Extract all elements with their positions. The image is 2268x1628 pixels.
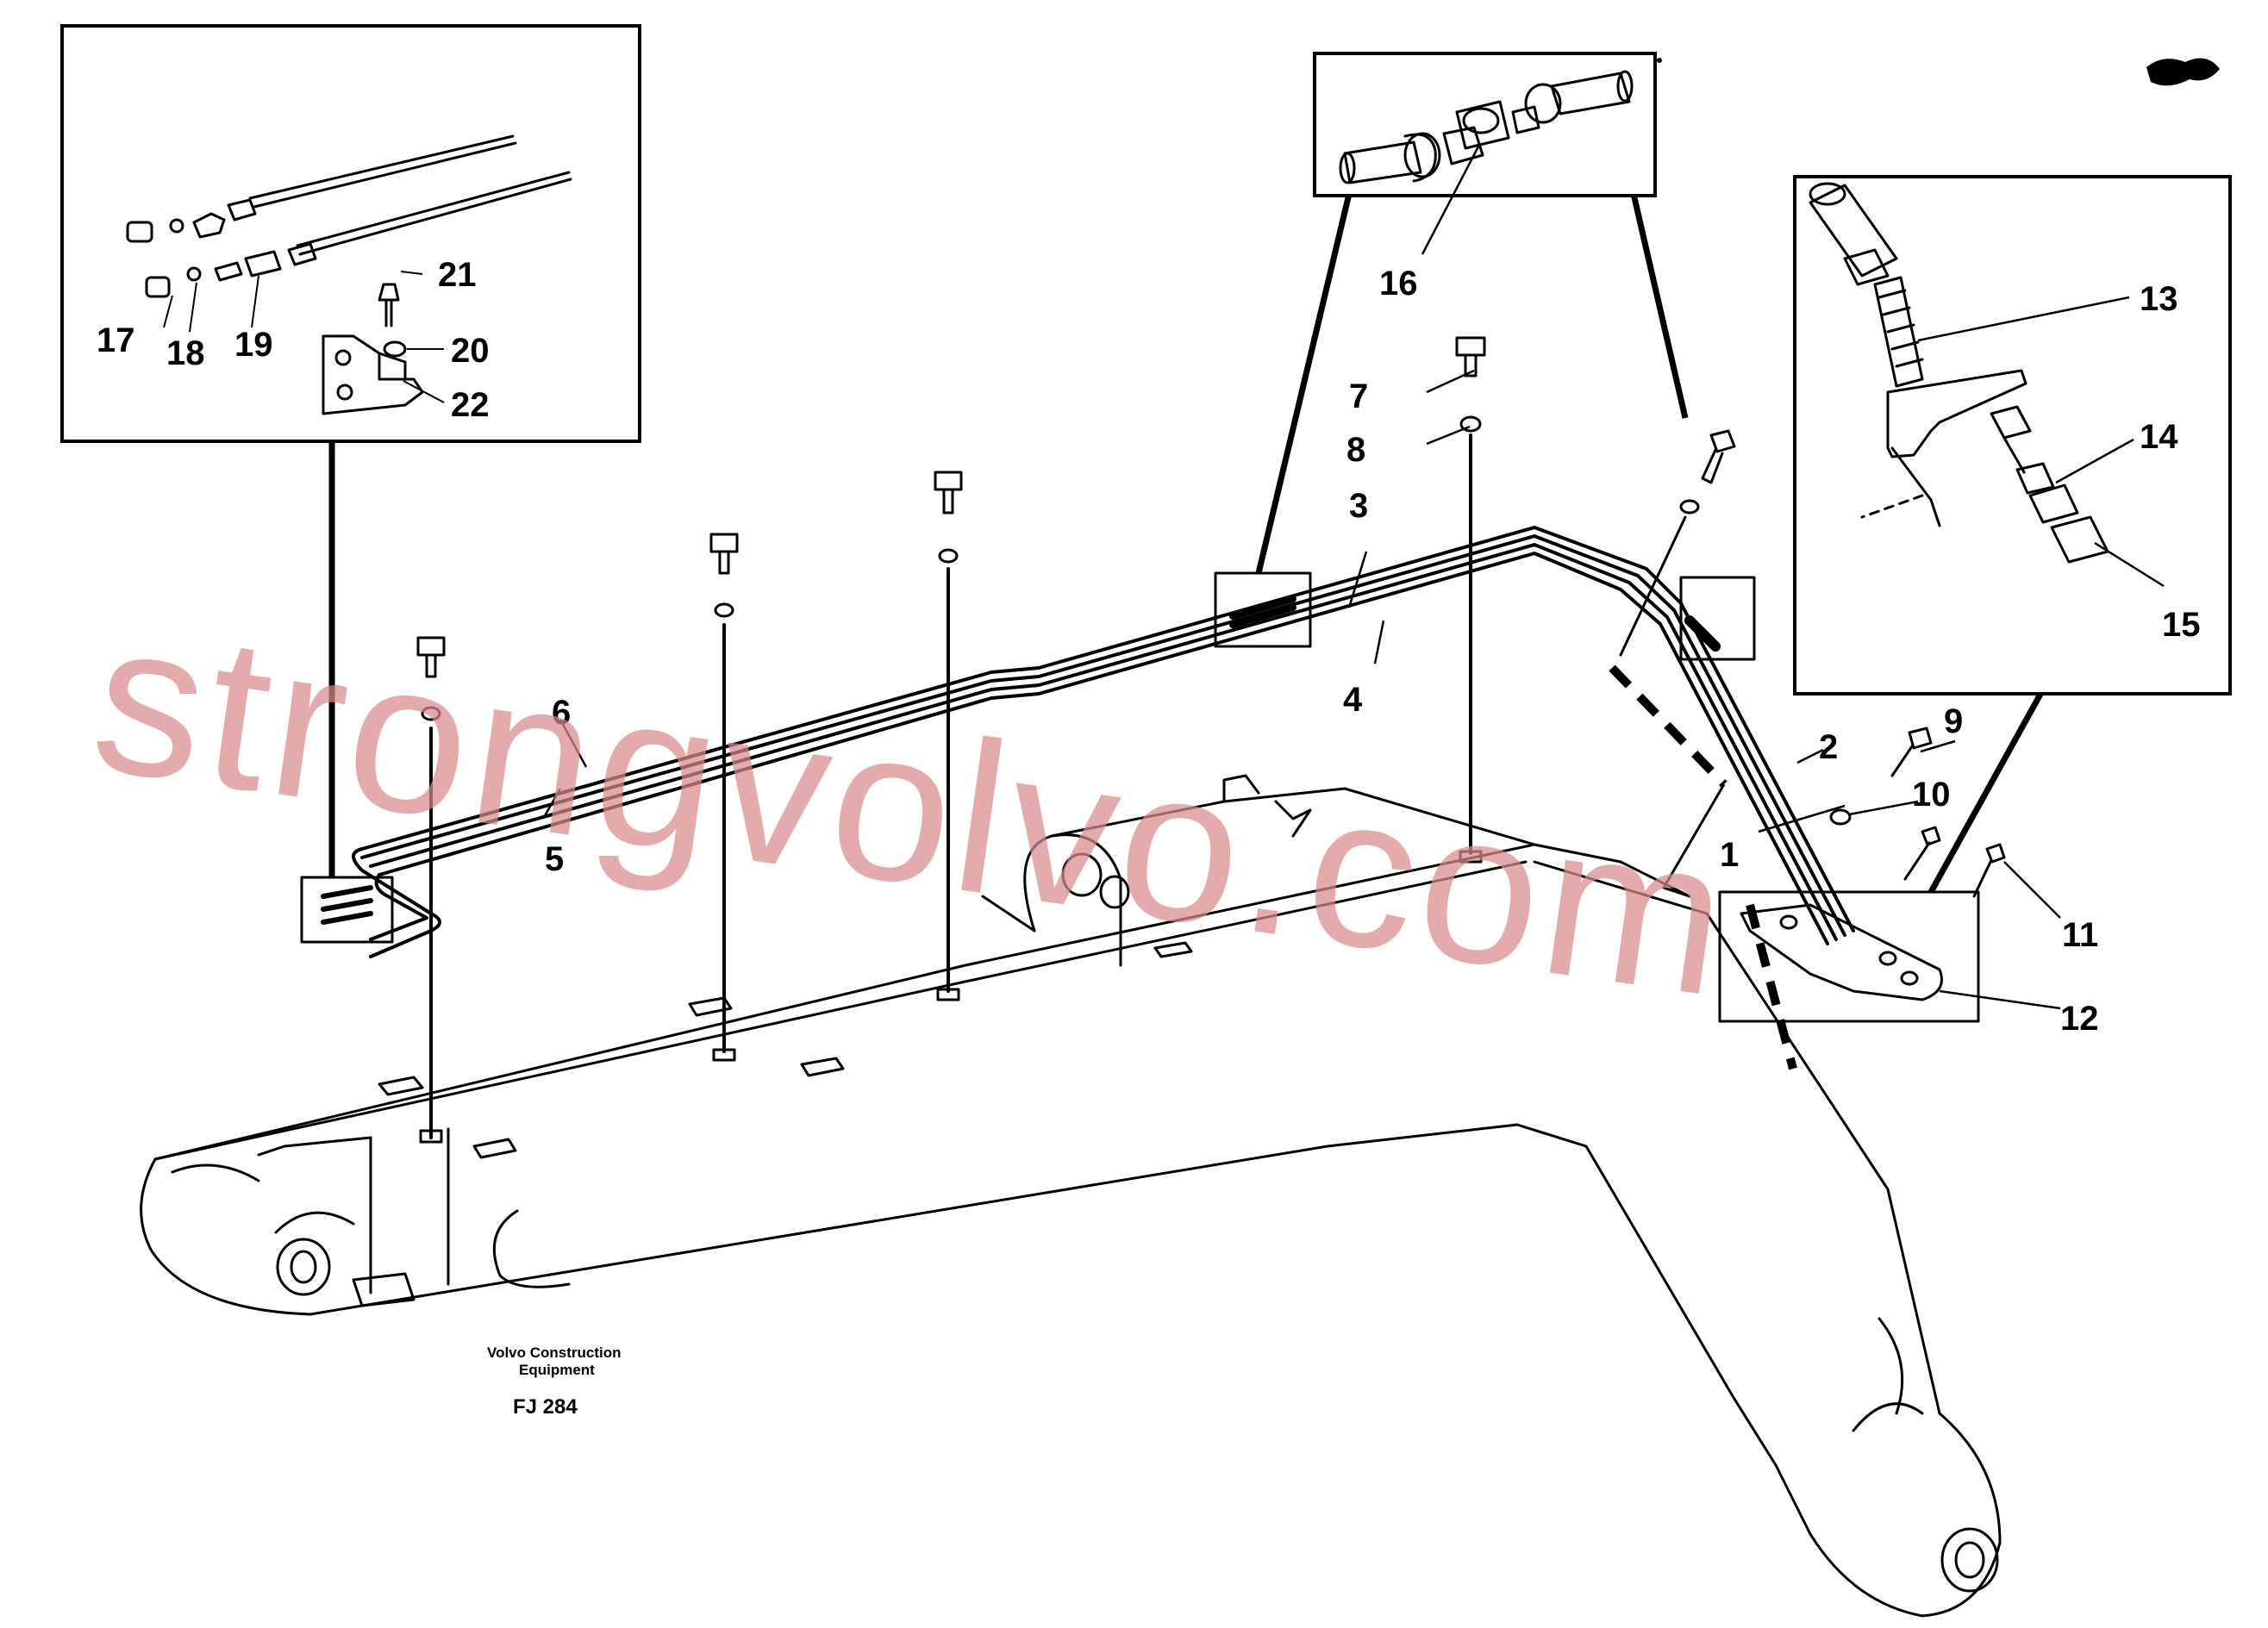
watermark-text: strongvolvo.com [81,574,1745,1041]
callout-17: 17 [97,321,135,359]
callout-2: 2 [1819,728,1838,766]
callout-20: 20 [451,332,490,370]
callout-21: 21 [438,256,477,294]
bolt-3 [934,471,963,1001]
callout-16: 16 [1379,265,1418,303]
callout-7: 7 [1349,377,1368,415]
callout-18: 18 [166,334,205,372]
bolt-2 [709,533,739,1062]
callout-14: 14 [2140,418,2178,456]
callout-labels: 1 2 3 4 5 6 7 8 9 10 11 12 13 14 15 16 1… [97,256,2201,1038]
caption-line2: Equipment [519,1362,595,1378]
inset-leaders [328,193,2046,894]
inset-fittings-17-22 [60,24,641,443]
bolt-5 [1619,429,1736,657]
detail-markers [300,571,1980,1023]
callout-leaders [541,369,2061,1010]
callout-12: 12 [2060,1000,2099,1038]
boom-outline [140,774,2002,1618]
callout-8: 8 [1346,431,1365,469]
corner-mark [1657,58,2220,86]
drawing-caption: Volvo Construction Equipment FJ 284 [487,1344,622,1419]
callout-15: 15 [2162,606,2201,644]
callout-22: 22 [451,386,490,424]
inset-adapter-13-15 [1793,175,2232,695]
dashed-boundary [1609,664,1797,1070]
pipe-clamp-bracket [1740,727,2006,1001]
callout-10: 10 [1912,776,1951,814]
callout-6: 6 [552,694,571,732]
callout-1: 1 [1720,836,1739,874]
callout-13: 13 [2140,280,2178,318]
figure-id: FJ 284 [513,1395,578,1419]
callout-4: 4 [1343,681,1363,719]
callout-9: 9 [1944,702,1963,740]
inset-coupling-16 [1313,52,1657,255]
callout-19: 19 [234,326,273,364]
callout-3: 3 [1349,487,1368,525]
mounting-bolts [416,336,1736,1144]
caption-line1: Volvo Construction [487,1344,622,1361]
callout-5: 5 [545,840,564,878]
bolt-1 [416,636,446,1144]
callout-11: 11 [2062,916,2098,954]
bolt-4 [1455,336,1486,864]
